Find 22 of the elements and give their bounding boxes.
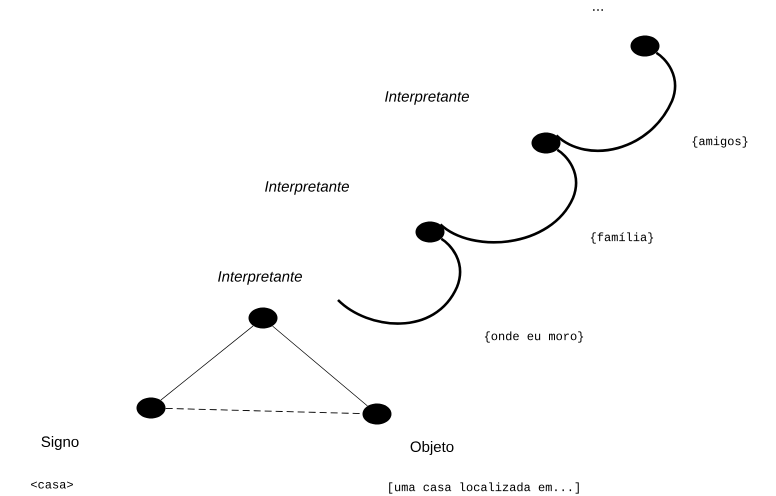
node-label: Objeto bbox=[410, 441, 454, 455]
dot bbox=[416, 222, 444, 242]
text-label: Interpretante bbox=[385, 91, 469, 105]
node-label: Interpretante bbox=[218, 271, 302, 285]
dot bbox=[362, 404, 392, 424]
node-label: Signo bbox=[42, 436, 79, 450]
line bbox=[272, 326, 368, 406]
line bbox=[160, 326, 254, 400]
dot bbox=[532, 132, 560, 154]
example-text: [uma casa localizada em...] bbox=[389, 482, 579, 494]
edge-label: {onde eu moro} bbox=[482, 330, 586, 344]
dot bbox=[248, 308, 278, 328]
dot bbox=[630, 36, 660, 56]
curved-line bbox=[556, 52, 676, 152]
example-text: <casa> bbox=[31, 481, 73, 489]
edge-label: {família} bbox=[588, 231, 656, 245]
edge-label: {amigos} bbox=[690, 135, 750, 149]
text-label: Interpretante bbox=[265, 181, 349, 195]
dot bbox=[136, 398, 166, 418]
curved-line bbox=[440, 148, 578, 244]
curved-line bbox=[337, 238, 462, 325]
node-label: ... bbox=[593, 9, 603, 11]
